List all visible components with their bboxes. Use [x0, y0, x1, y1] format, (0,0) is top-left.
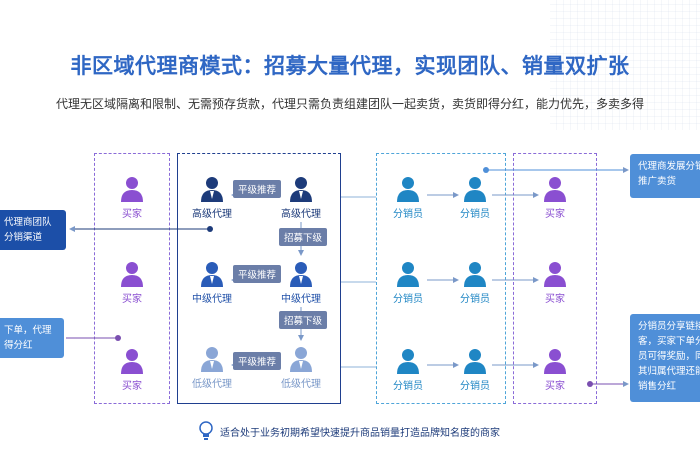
person-icon — [544, 262, 566, 287]
buyer-label: 买家 — [122, 294, 142, 305]
sales-label: 分销员 — [393, 381, 423, 392]
buyer-label: 买家 — [545, 381, 565, 392]
right-card-promotion: 代理商发展分销 推广卖货 — [630, 154, 700, 198]
agent-label: 中级代理 — [192, 294, 232, 305]
card-line: 分销渠道 — [4, 232, 43, 243]
agent-label: 高级代理 — [192, 209, 232, 220]
right-card-share-link: 分销员分享链接 客，买家下单分 员可得奖励，同 其归属代理还能 销售分红 — [630, 314, 700, 402]
card-line: 代理商团队 — [4, 217, 52, 228]
person-icon — [397, 349, 419, 374]
sales-6: 分销员 — [445, 347, 505, 392]
buyer-group-right — [513, 153, 597, 404]
card-line: 得分红 — [4, 340, 33, 351]
agent-mid-left: 中级代理 — [182, 260, 242, 305]
buyer-label: 买家 — [545, 294, 565, 305]
person-icon — [397, 262, 419, 287]
agent-person-icon — [290, 177, 312, 202]
card-line: 客，买家下单分 — [638, 336, 700, 347]
person-icon — [464, 349, 486, 374]
sales-group — [376, 153, 506, 404]
buyer-label: 买家 — [545, 209, 565, 220]
agent-low-left: 低级代理 — [182, 345, 242, 390]
agent-person-icon — [201, 347, 223, 372]
person-icon — [121, 177, 143, 202]
agent-person-icon — [290, 262, 312, 287]
page-title: 非区域代理商模式：招募大量代理，实现团队、销量双扩张 — [70, 54, 630, 78]
sales-label: 分销员 — [460, 381, 490, 392]
agent-group — [177, 153, 341, 404]
agent-senior-left: 高级代理 — [182, 175, 242, 220]
buyer-right-2: 买家 — [525, 260, 585, 305]
sales-label: 分销员 — [460, 294, 490, 305]
left-card-agent-team: 代理商团队 分销渠道 — [0, 210, 66, 250]
sales-label: 分销员 — [393, 209, 423, 220]
buyer-label: 买家 — [122, 209, 142, 220]
agent-label: 高级代理 — [281, 209, 321, 220]
card-line: 下单，代理 — [4, 325, 52, 336]
buyer-right-1: 买家 — [525, 175, 585, 220]
person-icon — [121, 349, 143, 374]
buyer-left-2: 买家 — [102, 260, 162, 305]
card-line: 员可得奖励，同 — [638, 351, 700, 362]
peer-recommend-tag: 平级推荐 — [233, 352, 282, 370]
agent-mid-right: 中级代理 — [271, 260, 331, 305]
buyer-group-left — [94, 153, 170, 404]
agent-person-icon — [201, 262, 223, 287]
recruit-tag: 招募下级 — [279, 311, 328, 329]
sales-label: 分销员 — [393, 294, 423, 305]
left-card-order-bonus: 下单，代理 得分红 — [0, 318, 64, 358]
peer-recommend-tag: 平级推荐 — [233, 265, 282, 283]
buyer-left-1: 买家 — [102, 175, 162, 220]
card-line: 分销员分享链接 — [638, 321, 700, 332]
card-line: 代理商发展分销 — [638, 161, 700, 172]
person-icon — [544, 349, 566, 374]
recruit-tag: 招募下级 — [279, 228, 328, 246]
sales-label: 分销员 — [460, 209, 490, 220]
lightbulb-icon — [199, 421, 213, 440]
card-line: 推广卖货 — [638, 176, 677, 187]
footer-note: 适合处于业务初期希望快速提升商品销量打造品牌知名度的商家 — [220, 428, 500, 439]
agent-label: 低级代理 — [281, 379, 321, 390]
agent-person-icon — [290, 347, 312, 372]
person-icon — [464, 262, 486, 287]
buyer-left-3: 买家 — [102, 347, 162, 392]
card-line: 其归属代理还能 — [638, 366, 700, 377]
agent-label: 中级代理 — [281, 294, 321, 305]
agent-label: 低级代理 — [192, 379, 232, 390]
person-icon — [544, 177, 566, 202]
page-subtitle: 代理无区域隔离和限制、无需预存货款，代理只需负责组建团队一起卖货，卖货即得分红，… — [55, 97, 644, 111]
background-grid-decoration — [550, 0, 700, 130]
card-line: 销售分红 — [638, 381, 677, 392]
person-icon — [464, 177, 486, 202]
sales-3: 分销员 — [378, 260, 438, 305]
sales-4: 分销员 — [445, 260, 505, 305]
buyer-right-3: 买家 — [525, 347, 585, 392]
person-icon — [397, 177, 419, 202]
peer-recommend-tag: 平级推荐 — [233, 180, 282, 198]
buyer-label: 买家 — [122, 381, 142, 392]
agent-senior-right: 高级代理 — [271, 175, 331, 220]
sales-2: 分销员 — [445, 175, 505, 220]
person-icon — [121, 262, 143, 287]
agent-low-right: 低级代理 — [271, 345, 331, 390]
sales-5: 分销员 — [378, 347, 438, 392]
agent-person-icon — [201, 177, 223, 202]
sales-1: 分销员 — [378, 175, 438, 220]
